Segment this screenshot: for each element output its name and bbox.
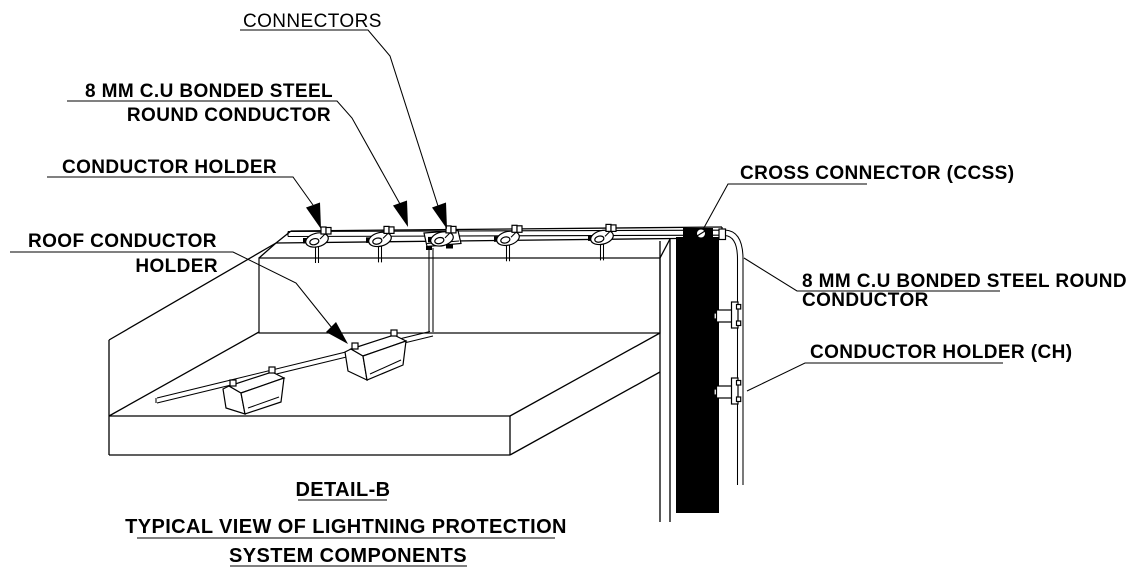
label-cross-connector: CROSS CONNECTOR (CCSS): [740, 163, 1014, 184]
roof-conductor-holder-right: [344, 329, 408, 382]
caption-line2: SYSTEM COMPONENTS: [229, 545, 467, 567]
leader-arrowheads: [306, 200, 447, 344]
floor-right-edge: [509, 332, 661, 417]
connector-foot-right: [446, 244, 453, 249]
label-bonded-steel-left-line2: ROUND CONDUCTOR: [127, 105, 331, 126]
leader-lines: [10, 29, 1003, 567]
label-bonded-steel-left-line1: 8 MM C.U BONDED STEEL: [85, 81, 333, 102]
label-conductor-holder: CONDUCTOR HOLDER: [62, 157, 277, 178]
detail-title: DETAIL-B: [295, 479, 390, 501]
arrowhead-bonded-steel: [393, 200, 408, 227]
arrowhead-connectors: [432, 202, 447, 229]
coping-back-top-edge: [290, 226, 723, 232]
cross-connector-leader: [702, 183, 867, 230]
parapet-inner-face: [258, 257, 661, 334]
roof-conductor-holder-leader: [10, 251, 333, 329]
connector-foot-left: [426, 246, 432, 250]
conductor-end-cap: [718, 228, 727, 241]
label-bonded-steel-right-line2: CONDUCTOR: [802, 290, 929, 311]
caption-line1: TYPICAL VIEW OF LIGHTNING PROTECTION: [125, 516, 567, 538]
arrowhead-conductor-holder: [306, 202, 321, 229]
label-roof-conductor-holder-line2: HOLDER: [135, 256, 218, 277]
conductor-bend: [724, 229, 744, 485]
roof-conductor-holders: [222, 329, 408, 415]
floor-left-edge: [108, 331, 260, 417]
label-connectors: CONNECTORS: [243, 11, 382, 32]
connectors-leader: [240, 29, 439, 207]
conductor-holder-leader: [47, 176, 314, 206]
bonded-steel-left-leader: [67, 100, 401, 205]
coping-left-end: [258, 230, 292, 259]
slab-right-bottom-edge: [509, 371, 661, 456]
label-bonded-steel-right-line1: 8 MM C.U BONDED STEEL ROUND: [802, 271, 1127, 292]
annotation-labels: CONNECTORS 8 MM C.U BONDED STEEL ROUND C…: [28, 11, 1127, 363]
corner-column: [676, 237, 719, 513]
bonded-steel-right-leader: [743, 257, 1000, 292]
corner-down-conductor: [676, 228, 744, 513]
wall-drop-conductor: [428, 248, 434, 332]
label-roof-conductor-holder-line1: ROOF CONDUCTOR: [28, 231, 217, 252]
label-conductor-holder-ch: CONDUCTOR HOLDER (CH): [810, 342, 1072, 363]
coping-front-top-edge: [275, 237, 677, 244]
arrowhead-roof-holder: [326, 322, 348, 344]
title-block: DETAIL-B TYPICAL VIEW OF LIGHTNING PROTE…: [125, 479, 567, 567]
cross-connector-mark: [696, 230, 706, 237]
coping-right-corner: [659, 238, 671, 259]
roof-conductor-holder-left: [222, 366, 286, 415]
conductor-holder-ch-leader: [746, 362, 1003, 392]
